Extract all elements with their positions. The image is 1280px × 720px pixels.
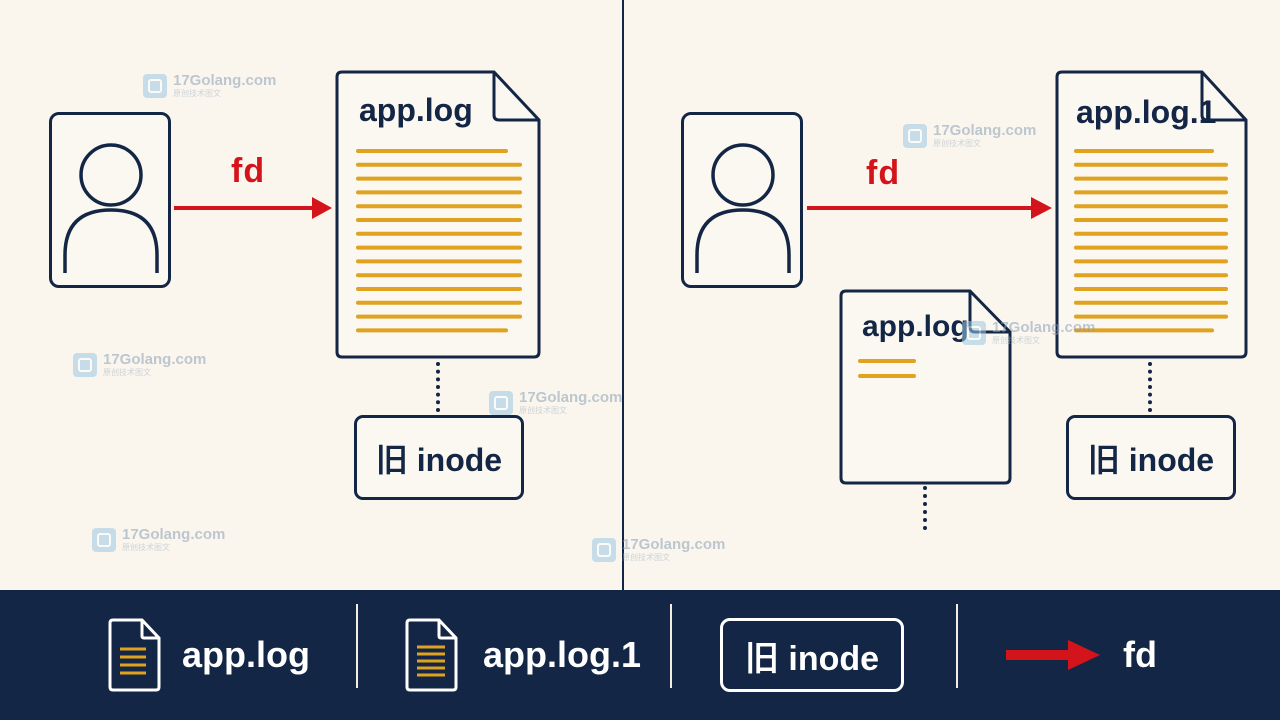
legend-label: 旧 inode [744,639,880,678]
dotted-link [923,486,927,530]
log-lines [1074,149,1228,333]
watermark-logo-icon [73,352,97,377]
legend-bar: app.log app.log.1 旧 inode [0,590,1280,720]
log-lines [356,149,522,333]
watermark-logo-icon [903,123,927,148]
after-rotation-panel: fd app.log.1 旧 inode app.log [624,0,1280,590]
red-arrow-icon [1006,640,1100,670]
legend-label: fd [1123,634,1157,675]
old-inode-box: 旧 inode [354,415,524,500]
fd-arrow [174,197,332,219]
new-file-title: app.log [862,310,969,343]
before-rotation-panel: fd app.log 旧 inode [0,0,622,590]
legend-divider [670,604,672,688]
user-icon [63,143,159,273]
old-inode-box: 旧 inode [1066,415,1236,500]
legend-label: app.log.1 [483,634,642,675]
panel-divider [622,0,624,590]
watermark-logo-icon [489,390,513,415]
fd-label: fd [866,154,901,192]
dotted-link [1148,362,1152,412]
app-log-1-document [1055,70,1248,359]
process-card [681,112,803,288]
document-icon [108,618,161,692]
watermark-logo-icon [962,320,986,345]
legend-item-app-log-1: app.log.1 [405,590,641,720]
user-icon [695,143,791,273]
inode-box-icon: 旧 inode [720,618,904,692]
file-title: app.log.1 [1076,94,1217,130]
process-card [49,112,171,288]
dotted-link [436,362,440,412]
document-icon [405,618,458,692]
watermark-logo-icon [592,537,616,562]
legend-item-app-log: app.log [108,590,310,720]
watermark-logo-icon [143,73,167,98]
file-title: app.log [359,92,473,128]
legend-divider [356,604,358,688]
fd-arrow [807,197,1052,219]
legend-label: app.log [182,634,310,675]
legend-item-fd: fd [1006,590,1157,720]
legend-divider [956,604,958,688]
watermark-logo-icon [92,527,116,552]
app-log-document [335,70,541,359]
legend-item-old-inode: 旧 inode [720,590,904,720]
fd-label: fd [231,152,266,190]
